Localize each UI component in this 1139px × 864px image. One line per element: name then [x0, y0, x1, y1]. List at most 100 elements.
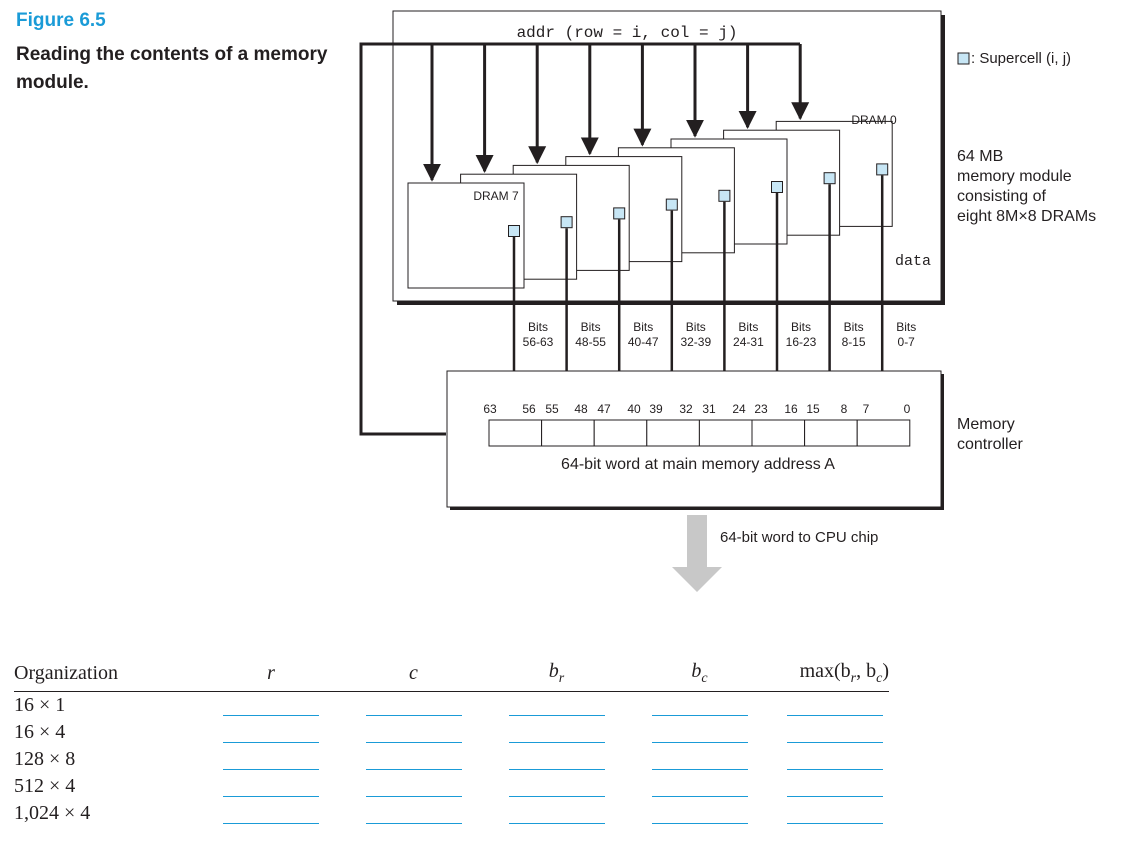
bit-position: 24 — [732, 402, 746, 416]
address-bus — [359, 42, 810, 436]
table-header-row: Organization r c br bc max(br, bc) — [14, 655, 889, 692]
answer-cell — [485, 746, 628, 773]
answer-blank[interactable] — [365, 805, 462, 824]
answer-blank[interactable] — [365, 724, 462, 743]
word-label: 64-bit word at main memory address A — [561, 456, 835, 473]
bit-position: 47 — [597, 402, 611, 416]
figure-number: Figure 6.5 — [16, 10, 106, 31]
bits-range: 48-55 — [575, 335, 606, 349]
supercell — [771, 181, 783, 193]
header-bc: bc — [628, 655, 771, 692]
answer-blank[interactable] — [365, 697, 462, 716]
answer-blank[interactable] — [787, 751, 883, 770]
header-max: max(br, bc) — [771, 655, 889, 692]
answer-blank[interactable] — [223, 805, 319, 824]
supercell — [876, 163, 889, 176]
answer-cell — [200, 692, 342, 720]
organization-table: Organization r c br bc max(br, bc) 16 × … — [14, 655, 889, 827]
supercell — [823, 172, 836, 185]
answer-blank[interactable] — [651, 724, 748, 743]
table-row: 16 × 1 — [14, 692, 889, 720]
answer-blank[interactable] — [787, 724, 883, 743]
answer-blank[interactable] — [223, 697, 319, 716]
supercell — [665, 198, 678, 211]
bit-position: 32 — [679, 402, 693, 416]
answer-blank[interactable] — [223, 778, 319, 797]
answer-cell — [200, 746, 342, 773]
controller-description: Memory controller — [957, 416, 1023, 453]
answer-cell — [628, 800, 771, 827]
word-register — [488, 419, 911, 447]
answer-cell — [628, 773, 771, 800]
table-row: 16 × 4 — [14, 719, 889, 746]
answer-blank[interactable] — [508, 805, 605, 824]
supercell-legend: : Supercell (i, j) — [971, 50, 1071, 67]
answer-blank[interactable] — [508, 778, 605, 797]
answer-cell — [771, 719, 889, 746]
bit-position: 63 — [483, 402, 497, 416]
answer-blank[interactable] — [223, 724, 319, 743]
bit-position: 40 — [627, 402, 641, 416]
bits-label: Bits — [738, 320, 758, 334]
bit-position: 55 — [545, 402, 559, 416]
answer-cell — [771, 800, 889, 827]
bit-position: 0 — [904, 402, 911, 416]
bit-position: 8 — [841, 402, 848, 416]
header-r: r — [200, 655, 342, 692]
word-cell — [856, 419, 911, 447]
bits-label: Bits — [633, 320, 653, 334]
supercell — [560, 216, 573, 229]
answer-blank[interactable] — [787, 805, 883, 824]
answer-blank[interactable] — [651, 805, 748, 824]
answer-blank[interactable] — [651, 778, 748, 797]
table-row: 512 × 4 — [14, 773, 889, 800]
answer-blank[interactable] — [787, 778, 883, 797]
answer-blank[interactable] — [365, 751, 462, 770]
answer-blank[interactable] — [651, 751, 748, 770]
bits-label: Bits — [686, 320, 706, 334]
bit-position: 16 — [784, 402, 798, 416]
answer-cell — [342, 746, 485, 773]
cpu-label: 64-bit word to CPU chip — [720, 529, 878, 546]
supercell — [508, 225, 520, 237]
answer-cell — [485, 719, 628, 746]
supercell-legend-icon — [957, 52, 970, 65]
answer-cell — [200, 719, 342, 746]
organization-cell: 1,024 × 4 — [14, 802, 91, 824]
supercell — [718, 189, 731, 202]
dram-chip — [407, 182, 525, 289]
word-cell — [593, 419, 648, 447]
bit-position: 15 — [806, 402, 820, 416]
bits-range: 56-63 — [523, 335, 554, 349]
answer-blank[interactable] — [651, 697, 748, 716]
answer-blank[interactable] — [787, 697, 883, 716]
bits-range: 8-15 — [842, 335, 866, 349]
bits-range: 24-31 — [733, 335, 764, 349]
bit-position: 56 — [522, 402, 536, 416]
answer-cell — [628, 692, 771, 720]
answer-cell — [342, 692, 485, 720]
organization-cell: 128 × 8 — [14, 748, 76, 770]
answer-blank[interactable] — [365, 778, 462, 797]
answer-cell — [342, 773, 485, 800]
answer-blank[interactable] — [508, 751, 605, 770]
cpu-arrow — [672, 515, 722, 592]
bits-label: Bits — [896, 320, 916, 334]
answer-cell — [771, 746, 889, 773]
answer-blank[interactable] — [508, 724, 605, 743]
bits-range: 0-7 — [898, 335, 916, 349]
dram-7-label: DRAM 7 — [473, 189, 519, 203]
dram-0-label: DRAM 0 — [851, 113, 897, 127]
word-cell — [698, 419, 753, 447]
answer-blank[interactable] — [223, 751, 319, 770]
word-cell — [804, 419, 858, 447]
answer-cell — [200, 773, 342, 800]
bits-label: Bits — [581, 320, 601, 334]
answer-cell — [342, 800, 485, 827]
bits-label: Bits — [528, 320, 548, 334]
answer-cell — [771, 773, 889, 800]
header-br: br — [485, 655, 628, 692]
answer-cell — [628, 746, 771, 773]
answer-blank[interactable] — [508, 697, 605, 716]
